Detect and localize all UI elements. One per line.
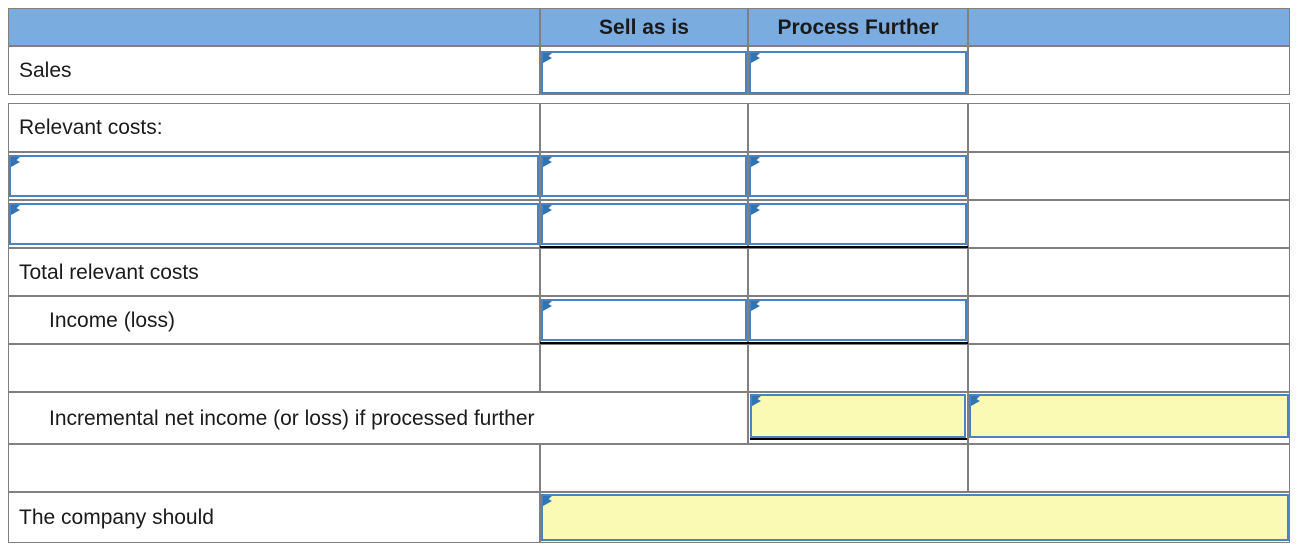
input-cost-line-2-process-further[interactable] bbox=[749, 203, 967, 245]
row-spacer-2-label bbox=[8, 444, 540, 492]
cell-relevant-costs-spare bbox=[968, 103, 1290, 152]
input-income-loss-sell-as-is[interactable] bbox=[541, 299, 747, 341]
input-incremental-net-income[interactable] bbox=[750, 394, 966, 438]
entry-flag-icon bbox=[543, 53, 552, 69]
header-label-process-further: Process Further bbox=[777, 15, 939, 39]
entry-flag-icon bbox=[751, 157, 760, 173]
row-spacer-2-middle bbox=[540, 444, 968, 492]
label-sales: Sales bbox=[19, 59, 72, 82]
entry-flag-icon bbox=[752, 396, 761, 412]
entry-flag-icon bbox=[971, 396, 980, 412]
header-cell-process-further: Process Further bbox=[748, 8, 968, 46]
row-label-total-relevant-costs: Total relevant costs bbox=[8, 248, 540, 296]
input-cost-line-1-sell-as-is[interactable] bbox=[541, 155, 747, 197]
cell-sales-spare bbox=[968, 46, 1290, 95]
entry-flag-icon bbox=[543, 205, 552, 221]
input-sales-process-further[interactable] bbox=[749, 51, 967, 94]
row-label-sales: Sales bbox=[8, 46, 540, 95]
label-the-company-should: The company should bbox=[19, 506, 214, 529]
cell-cost-line-2-spare bbox=[968, 200, 1290, 248]
entry-flag-icon bbox=[751, 53, 760, 69]
input-sales-sell-as-is[interactable] bbox=[541, 51, 747, 94]
entry-flag-icon bbox=[543, 496, 552, 512]
row-label-income-loss: Income (loss) bbox=[8, 296, 540, 344]
entry-flag-icon bbox=[11, 157, 20, 173]
header-cell-sell-as-is: Sell as is bbox=[540, 8, 748, 46]
label-relevant-costs: Relevant costs: bbox=[19, 116, 163, 139]
entry-flag-icon bbox=[543, 157, 552, 173]
entry-flag-icon bbox=[11, 205, 20, 221]
cell-cost-line-1-spare bbox=[968, 152, 1290, 200]
label-total-relevant-costs: Total relevant costs bbox=[19, 260, 199, 284]
cell-total-relevant-costs-process-further[interactable] bbox=[748, 248, 968, 296]
row-spacer-1-label bbox=[8, 344, 540, 392]
entry-flag-icon bbox=[751, 205, 760, 221]
row-label-relevant-costs: Relevant costs: bbox=[8, 103, 540, 152]
answer-rule-incremental bbox=[750, 438, 967, 440]
input-the-company-should[interactable] bbox=[541, 494, 1289, 541]
row-spacer-1-sell-as-is bbox=[540, 344, 748, 392]
row-spacer-1-spare bbox=[968, 344, 1290, 392]
entry-flag-icon bbox=[751, 301, 760, 317]
input-incremental-net-income-spare[interactable] bbox=[969, 394, 1289, 438]
cell-total-relevant-costs-spare bbox=[968, 248, 1290, 296]
input-cost-line-2-sell-as-is[interactable] bbox=[541, 203, 747, 245]
label-incremental-net-income: Incremental net income (or loss) if proc… bbox=[49, 406, 535, 430]
input-cost-line-1-process-further[interactable] bbox=[749, 155, 967, 197]
cell-total-relevant-costs-sell-as-is[interactable] bbox=[540, 248, 748, 296]
entry-flag-icon bbox=[543, 301, 552, 317]
header-cell-blank-corner bbox=[8, 8, 540, 46]
subtotal-rule-income bbox=[540, 342, 968, 344]
input-cost-line-2-label[interactable] bbox=[9, 203, 539, 245]
header-cell-spare bbox=[968, 8, 1290, 46]
row-spacer-2-spare bbox=[968, 444, 1290, 492]
input-cost-line-1-label[interactable] bbox=[9, 155, 539, 197]
cell-relevant-costs-process-further bbox=[748, 103, 968, 152]
cell-relevant-costs-sell-as-is bbox=[540, 103, 748, 152]
row-spacer-1-process-further bbox=[748, 344, 968, 392]
input-income-loss-process-further[interactable] bbox=[749, 299, 967, 341]
header-label-sell-as-is: Sell as is bbox=[599, 15, 689, 39]
row-label-incremental-net-income: Incremental net income (or loss) if proc… bbox=[8, 392, 748, 444]
label-income-loss: Income (loss) bbox=[49, 308, 176, 332]
subtotal-rule-costs bbox=[540, 246, 968, 248]
row-label-the-company-should: The company should bbox=[8, 492, 540, 543]
cell-income-loss-spare bbox=[968, 296, 1290, 344]
